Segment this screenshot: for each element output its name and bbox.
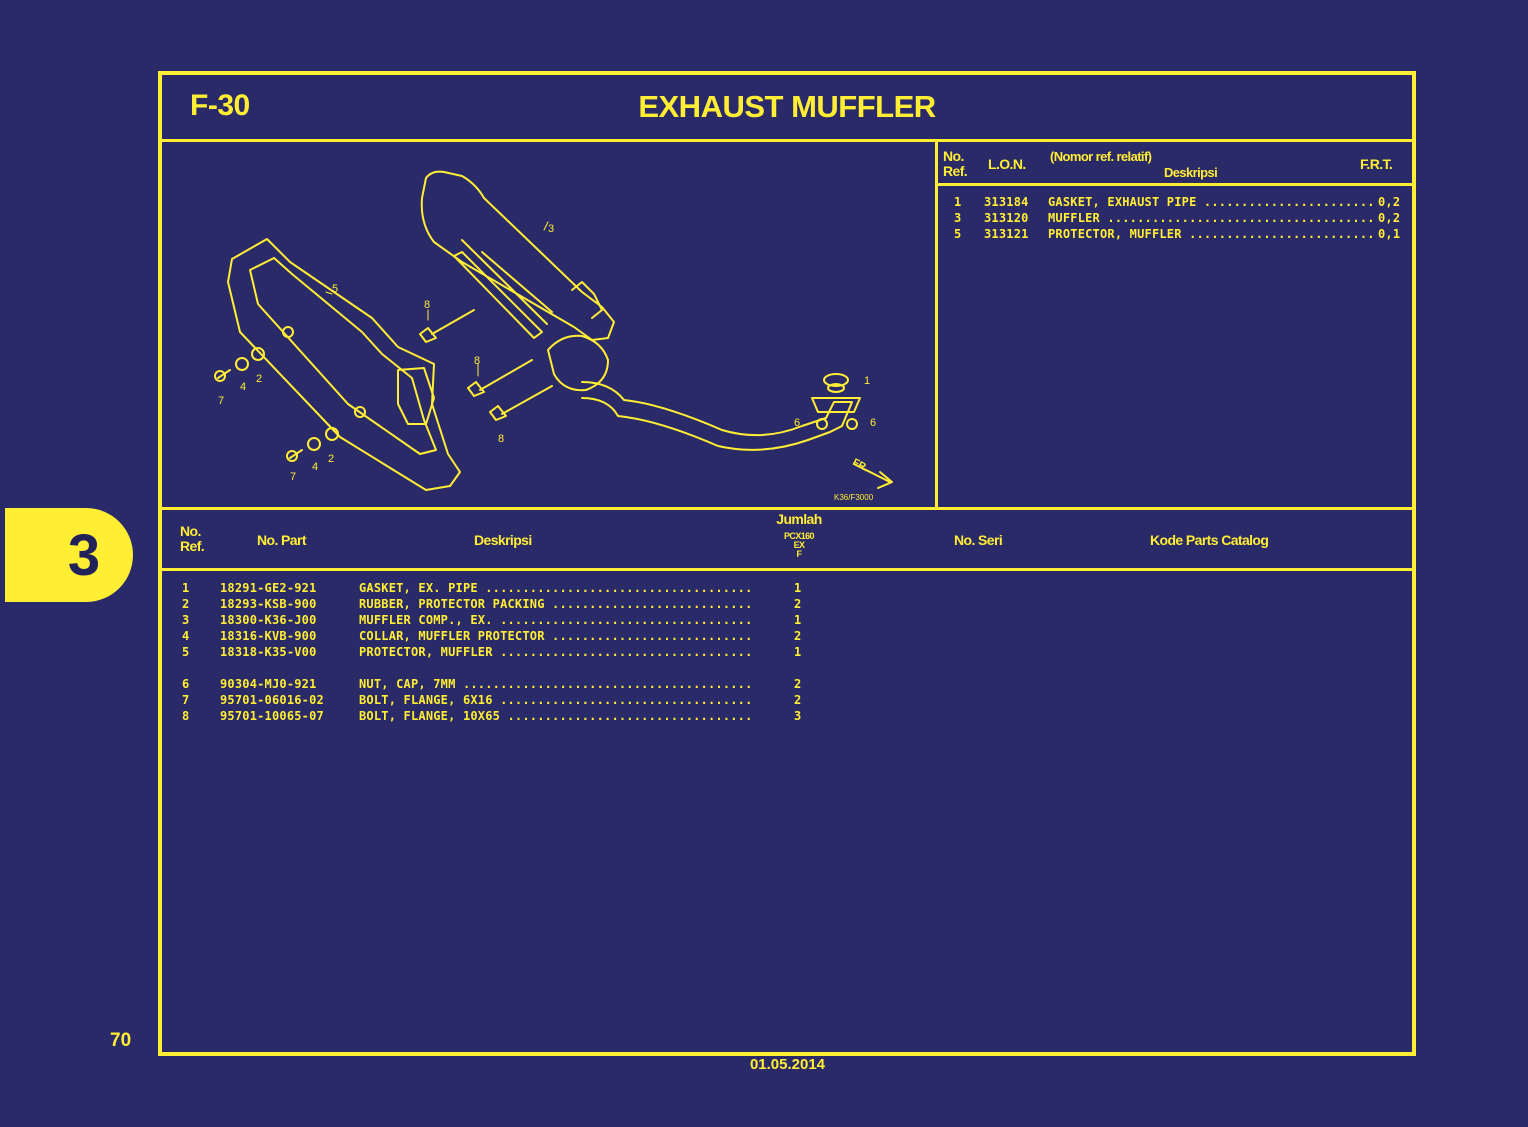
callout-8-middle: 8: [474, 355, 480, 367]
callout-2-upper: 2: [256, 373, 262, 385]
callout-7-lower: 7: [290, 471, 296, 483]
part-description-leader: NUT, CAP, 7MM ..........................…: [359, 677, 755, 691]
section-number: 3: [67, 522, 101, 588]
lon-header-ref: No.Ref.: [943, 148, 968, 179]
part-description-leader: GASKET, EX. PIPE .......................…: [359, 581, 755, 595]
part-description: NUT, CAP, 7MM: [359, 677, 456, 691]
part-description-leader: BOLT, FLANGE, 6X16 .....................…: [359, 693, 755, 707]
lon-code: 313121: [984, 227, 1029, 241]
part-number: 18300-K36-J00: [220, 613, 317, 627]
part-number: 18291-GE2-921: [220, 581, 317, 595]
parts-header-quantity: Jumlah: [776, 511, 822, 527]
lon-description: GASKET, EXHAUST PIPE: [1048, 195, 1197, 209]
callout-8-upper: 8: [424, 299, 430, 311]
part-quantity: 1: [794, 645, 802, 659]
callout-3: 3: [548, 223, 554, 235]
part-description-leader: RUBBER, PROTECTOR PACKING ..............…: [359, 597, 755, 611]
lon-code: 313184: [984, 195, 1029, 209]
lon-description-leader: PROTECTOR, MUFFLER .....................…: [1048, 227, 1372, 241]
callout-1: 1: [864, 375, 870, 387]
lon-frt: 0,2: [1378, 211, 1401, 225]
part-description: COLLAR, MUFFLER PROTECTOR: [359, 629, 545, 643]
parts-header-part-no: No. Part: [257, 532, 306, 548]
part-ref: 8: [182, 709, 190, 723]
page-number: 70: [110, 1030, 132, 1051]
parts-header-ref: No.Ref.: [180, 523, 205, 554]
lon-description: MUFFLER: [1048, 211, 1100, 225]
part-quantity: 2: [794, 597, 802, 611]
part-quantity: 2: [794, 677, 802, 691]
part-description-leader: COLLAR, MUFFLER PROTECTOR ..............…: [359, 629, 755, 643]
part-number: 95701-10065-07: [220, 709, 324, 723]
part-quantity: 2: [794, 693, 802, 707]
lon-description-leader: MUFFLER ................................…: [1048, 211, 1372, 225]
lon-description-leader: GASKET, EXHAUST PIPE ...................…: [1048, 195, 1372, 209]
part-ref: 5: [182, 645, 190, 659]
part-ref: 2: [182, 597, 190, 611]
lon-ref: 3: [954, 211, 962, 225]
front-arrow-drawing: [853, 463, 893, 489]
part-number: 18316-KVB-900: [220, 629, 317, 643]
part-quantity: 2: [794, 629, 802, 643]
lon-ref: 1: [954, 195, 962, 209]
part-description: MUFFLER COMP., EX.: [359, 613, 493, 627]
part-description-leader: MUFFLER COMP., EX. .....................…: [359, 613, 755, 627]
muffler-body-drawing: [420, 170, 861, 451]
part-ref: 1: [182, 581, 190, 595]
part-description: BOLT, FLANGE, 10X65: [359, 709, 501, 723]
parts-header-serial: No. Seri: [954, 532, 1003, 548]
muffler-protector-drawing: [227, 238, 461, 491]
exploded-diagram: 5 3 8 8 8 1 6 6 2 4 7 2 4 7 FR. K36/F300…: [214, 170, 893, 502]
part-ref: 4: [182, 629, 190, 643]
catalog-page-frame: F-30 EXHAUST MUFFLER: [158, 71, 1416, 1056]
part-ref: 7: [182, 693, 190, 707]
callout-6-left: 6: [794, 417, 800, 429]
part-quantity: 3: [794, 709, 802, 723]
section-tab: 3: [5, 508, 133, 602]
title-divider: [162, 139, 1412, 142]
bolts-drawing: [214, 309, 553, 462]
part-number: 18318-K35-V00: [220, 645, 317, 659]
lon-frt: 0,2: [1378, 195, 1401, 209]
page-title: EXHAUST MUFFLER: [638, 89, 936, 124]
diagram-lon-divider: [935, 139, 938, 510]
lon-header-divider: [938, 183, 1412, 186]
lon-frt: 0,1: [1378, 227, 1401, 241]
issue-date: 01.05.2014: [749, 1056, 826, 1073]
parts-header-description: Deskripsi: [474, 532, 532, 548]
lon-header-lon: L.O.N.: [988, 156, 1026, 172]
part-description-leader: PROTECTOR, MUFFLER .....................…: [359, 645, 755, 659]
parts-header-catalog-code: Kode Parts Catalog: [1150, 532, 1269, 548]
callout-6-right: 6: [870, 417, 876, 429]
part-quantity: 1: [794, 581, 802, 595]
part-number: 95701-06016-02: [220, 693, 324, 707]
part-description-leader: BOLT, FLANGE, 10X65 ....................…: [359, 709, 755, 723]
figure-code: K36/F3000: [834, 493, 874, 502]
diagram-divider: [162, 507, 1412, 510]
part-ref: 3: [182, 613, 190, 627]
callout-8-lower: 8: [498, 433, 504, 445]
part-description: BOLT, FLANGE, 6X16: [359, 693, 493, 707]
lon-header-relative-note: (Nomor ref. relatif): [1050, 149, 1152, 164]
part-description: RUBBER, PROTECTOR PACKING: [359, 597, 545, 611]
part-description: PROTECTOR, MUFFLER: [359, 645, 493, 659]
lon-header-description: Deskripsi: [1164, 165, 1218, 180]
lon-code: 313120: [984, 211, 1029, 225]
callout-4-lower: 4: [312, 461, 318, 473]
callout-2-lower: 2: [328, 453, 334, 465]
callout-7-upper: 7: [218, 395, 224, 407]
part-number: 90304-MJ0-921: [220, 677, 317, 691]
part-quantity: 1: [794, 613, 802, 627]
part-description: GASKET, EX. PIPE: [359, 581, 478, 595]
parts-header-divider: [162, 568, 1412, 571]
lon-ref: 5: [954, 227, 962, 241]
part-ref: 6: [182, 677, 190, 691]
part-number: 18293-KSB-900: [220, 597, 317, 611]
page-code: F-30: [190, 89, 250, 122]
callout-5: 5: [332, 283, 338, 295]
lon-description: PROTECTOR, MUFFLER: [1048, 227, 1182, 241]
lon-header-frt: F.R.T.: [1360, 156, 1393, 172]
callout-4-upper: 4: [240, 381, 246, 393]
